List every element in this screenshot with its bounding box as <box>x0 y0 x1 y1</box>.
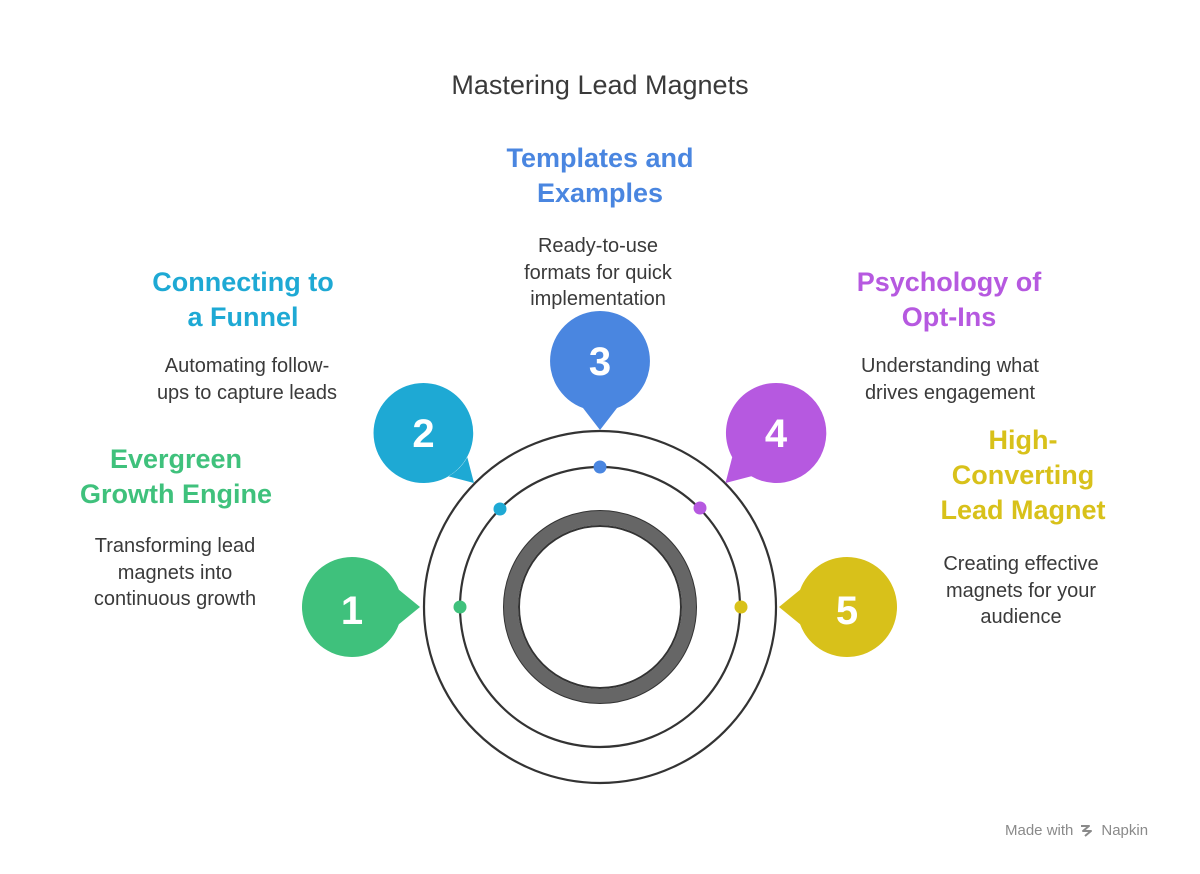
marker-2: 2 <box>373 383 474 483</box>
heading-line: Templates and <box>506 143 694 173</box>
desc-line: drives engagement <box>864 381 1036 404</box>
marker-2-number: 2 <box>412 412 434 456</box>
heading-line: High- <box>988 425 1058 455</box>
desc-psychology-of-opt-ins: Understanding what drives engagement <box>830 353 1070 406</box>
heading-line: Evergreen <box>109 444 243 474</box>
desc-line: magnets into <box>117 561 233 584</box>
heading-line: Psychology of <box>856 267 1042 297</box>
desc-line: Understanding what <box>861 355 1039 377</box>
ring-dot-3 <box>593 460 607 474</box>
diagram-title: Mastering Lead Magnets <box>451 70 749 100</box>
watermark-prefix: Made with <box>1005 822 1074 839</box>
ring-dot-5 <box>734 600 748 614</box>
marker-4: 4 <box>725 382 827 483</box>
marker-5: 5 <box>779 557 898 657</box>
outer-ring <box>422 429 778 785</box>
heading-line: a Funnel <box>187 302 299 332</box>
heading-templates-and-examples: Templates and Examples <box>470 141 730 211</box>
napkin-logo-icon <box>1081 824 1093 837</box>
marker-3-number: 3 <box>589 340 611 384</box>
ring-dot-4 <box>693 501 707 515</box>
marker-1-number: 1 <box>341 589 363 633</box>
heading-line: Connecting to <box>152 267 334 297</box>
desc-evergreen-growth-engine: Transforming lead magnets into continuou… <box>60 533 290 613</box>
center-core-inner <box>518 525 682 689</box>
desc-line: Automating follow- <box>164 355 330 377</box>
desc-high-converting-lead-magnet: Creating effective magnets for your audi… <box>905 551 1137 631</box>
desc-line: continuous growth <box>93 588 257 610</box>
marker-1: 1 <box>301 557 420 657</box>
heading-high-converting-lead-magnet: High- Converting Lead Magnet <box>913 423 1133 528</box>
heading-line: Lead Magnet <box>940 495 1106 525</box>
desc-line: implementation <box>530 288 666 310</box>
watermark-brand: Napkin <box>1101 822 1149 839</box>
heading-psychology-of-opt-ins: Psychology of Opt-Ins <box>830 265 1068 335</box>
ring-dot-1 <box>453 600 467 614</box>
marker-3: 3 <box>550 311 650 430</box>
desc-line: formats for quick <box>524 261 672 284</box>
heading-line: Examples <box>536 178 664 208</box>
heading-evergreen-growth-engine: Evergreen Growth Engine <box>60 442 292 512</box>
desc-templates-and-examples: Ready-to-use formats for quick implement… <box>478 233 718 313</box>
desc-line: ups to capture leads <box>156 381 338 404</box>
heading-connecting-to-a-funnel: Connecting to a Funnel <box>122 265 364 335</box>
center-core-band <box>504 511 696 703</box>
heading-line: Growth Engine <box>80 479 272 509</box>
desc-line: Creating effective <box>943 553 1099 575</box>
desc-line: magnets for your <box>945 579 1097 602</box>
marker-5-number: 5 <box>836 589 858 633</box>
marker-4-number: 4 <box>765 412 788 456</box>
ring-dot-2 <box>493 502 507 516</box>
desc-line: audience <box>980 606 1062 628</box>
made-with-napkin-watermark[interactable]: Made with Napkin <box>1005 822 1148 839</box>
desc-connecting-to-a-funnel: Automating follow- ups to capture leads <box>127 353 367 406</box>
heading-line: Converting <box>951 460 1095 490</box>
desc-line: Transforming lead <box>94 535 256 557</box>
heading-line: Opt-Ins <box>901 302 997 332</box>
desc-line: Ready-to-use <box>537 235 659 257</box>
